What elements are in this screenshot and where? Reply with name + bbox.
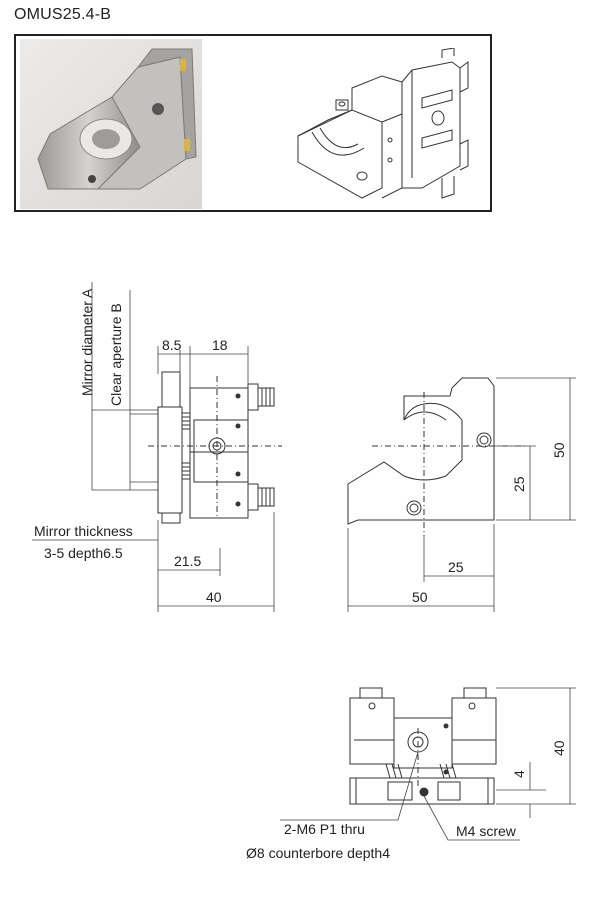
- counterbore-label: Ø8 counterbore depth4: [246, 845, 390, 861]
- front-view-dimensions: [347, 377, 576, 612]
- product-line-drawing: [297, 48, 469, 199]
- dim-side-8-5: 8.5: [162, 337, 182, 353]
- front-view-drawing: [347, 377, 528, 536]
- side-view-dimensions: [32, 282, 275, 612]
- clear-aperture-label: Clear aperture B: [108, 303, 124, 406]
- product-images-panel: [14, 34, 492, 212]
- bottom-view-drawing: [349, 687, 497, 805]
- model-title: OMUS25.4-B: [14, 6, 112, 23]
- dim-side-21-5: 21.5: [174, 553, 201, 569]
- holes-label: 2-M6 P1 thru: [284, 821, 365, 837]
- thread-label: 3-5 depth6.5: [44, 545, 123, 561]
- dim-side-18: 18: [212, 337, 228, 353]
- side-view-drawing: [148, 371, 282, 524]
- dim-bottom-40-height: 40: [551, 740, 567, 756]
- mirror-thickness-label: Mirror thickness: [34, 523, 133, 539]
- dim-side-40: 40: [206, 589, 222, 605]
- dim-front-50-width: 50: [412, 589, 428, 605]
- dim-front-25-width: 25: [448, 559, 464, 575]
- bottom-view-dimensions: [280, 687, 576, 841]
- screw-label: M4 screw: [456, 823, 517, 839]
- dim-bottom-4-height: 4: [511, 770, 527, 778]
- mirror-diameter-label: Mirror diameter A: [79, 288, 95, 396]
- product-photo: [20, 39, 202, 209]
- dim-front-25-height: 25: [511, 476, 527, 492]
- dim-front-50-height: 50: [551, 442, 567, 458]
